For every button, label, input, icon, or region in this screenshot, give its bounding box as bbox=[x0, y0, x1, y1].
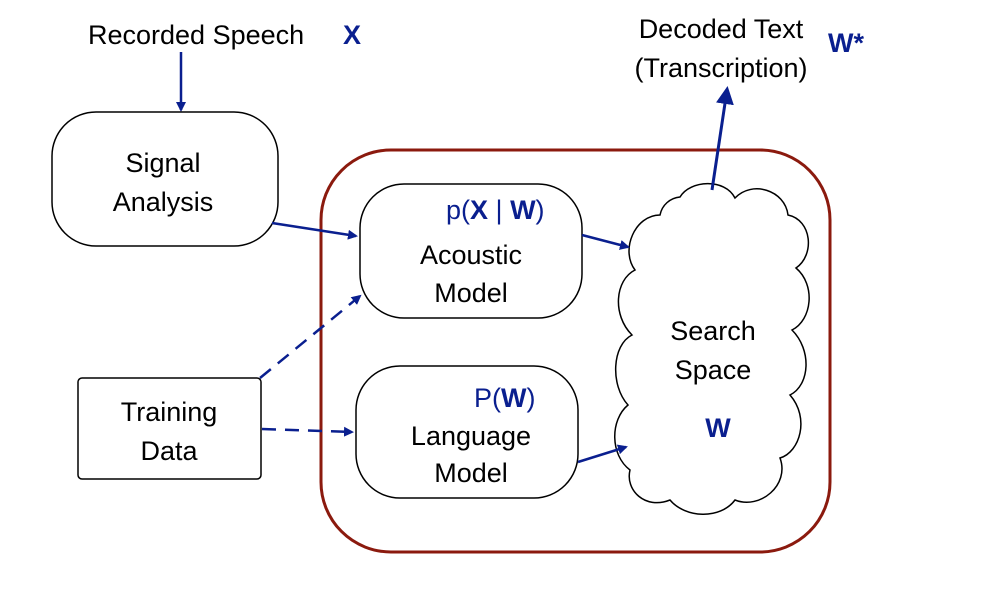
training-data-line2: Data bbox=[140, 436, 198, 466]
recorded-speech-label: Recorded Speech bbox=[88, 20, 304, 50]
acoustic-model-line2: Model bbox=[434, 278, 508, 308]
signal-analysis-box bbox=[51, 111, 279, 247]
speech-symbol-x: X bbox=[343, 20, 361, 50]
decoder-container bbox=[319, 148, 832, 554]
signal-analysis-line1: Signal bbox=[125, 148, 200, 178]
arrow-acoustic-to-search bbox=[581, 233, 630, 250]
arrow-language-to-search bbox=[577, 444, 628, 464]
training-data-box bbox=[77, 377, 262, 480]
language-model-line2: Model bbox=[434, 458, 508, 488]
acoustic-model-formula: p(X | W) bbox=[446, 195, 545, 225]
search-space-symbol: W bbox=[705, 413, 731, 443]
search-space-line2: Space bbox=[675, 355, 752, 385]
language-model-box bbox=[355, 365, 579, 499]
language-model-formula: P(W) bbox=[474, 383, 535, 413]
decoded-text-line1: Decoded Text bbox=[639, 14, 804, 44]
arrow-search-to-output bbox=[710, 86, 734, 191]
acoustic-model-box bbox=[359, 183, 583, 319]
dashed-arrow-training-to-acoustic bbox=[259, 294, 362, 379]
decoded-text-symbol: W* bbox=[828, 28, 864, 58]
arrow-signal-to-acoustic bbox=[271, 221, 358, 240]
training-data-line1: Training bbox=[121, 397, 218, 427]
decoded-text-line2: (Transcription) bbox=[634, 53, 807, 83]
language-model-line1: Language bbox=[411, 421, 531, 451]
acoustic-model-line1: Acoustic bbox=[420, 240, 522, 270]
search-space-cloud bbox=[614, 183, 810, 515]
search-space-line1: Search bbox=[670, 316, 756, 346]
dashed-arrow-training-to-language bbox=[261, 426, 354, 437]
signal-analysis-line2: Analysis bbox=[113, 187, 214, 217]
